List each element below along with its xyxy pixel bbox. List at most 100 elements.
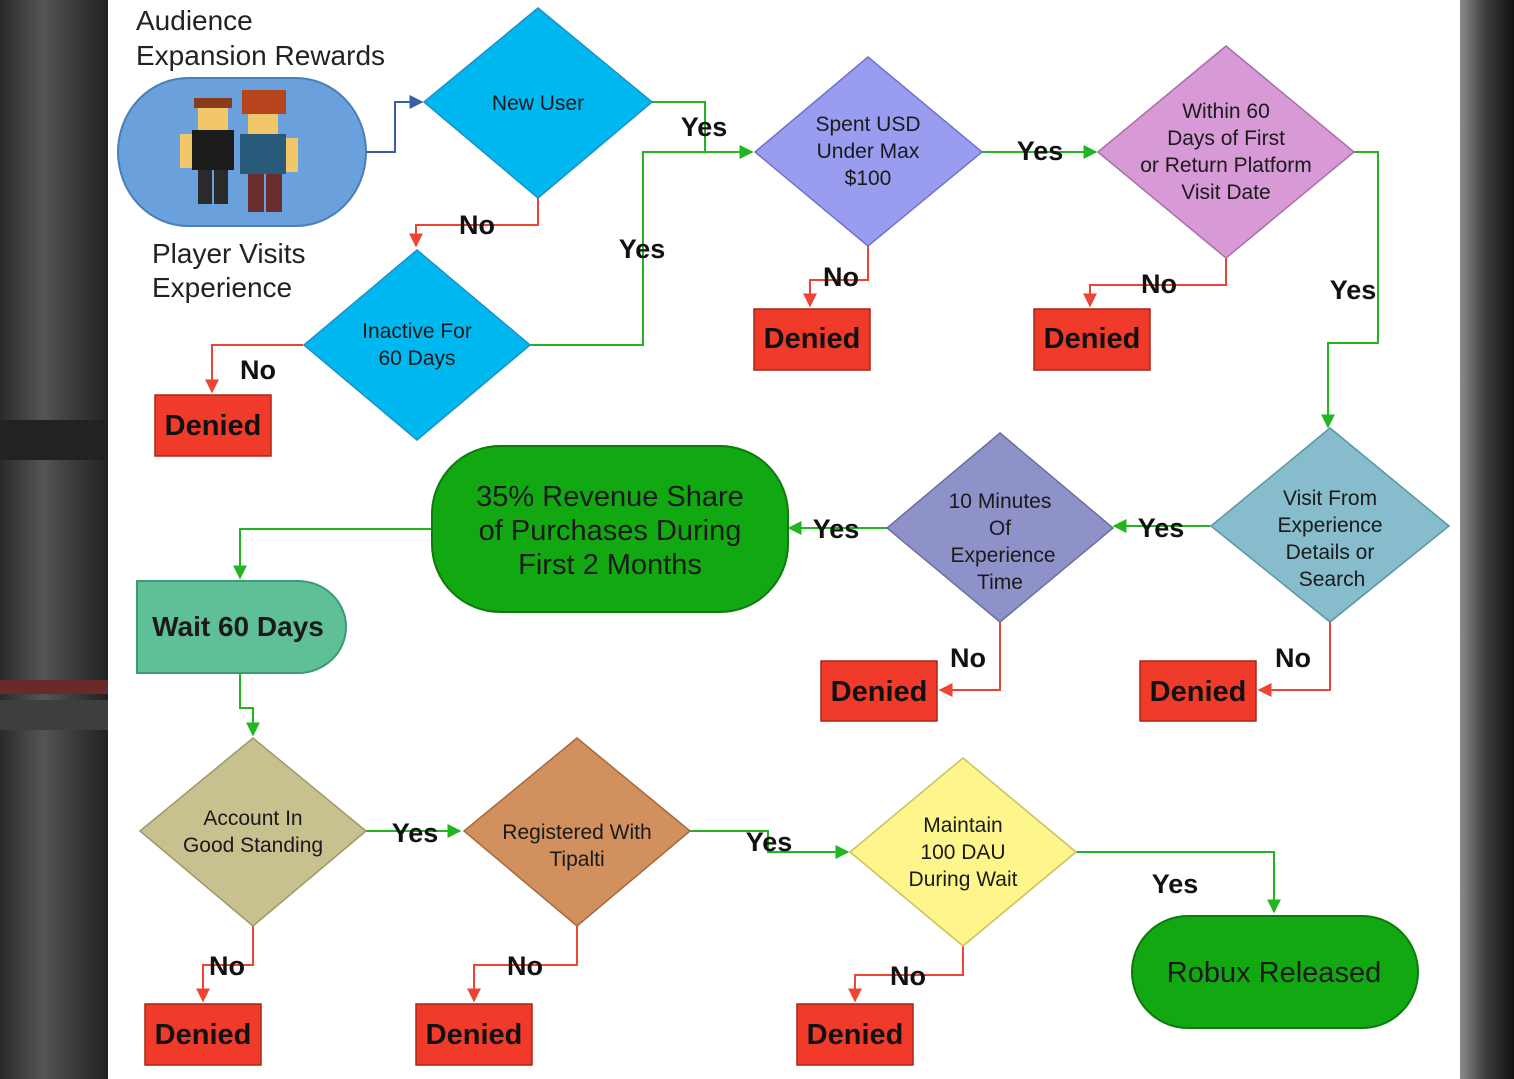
dau-label-2: 100 DAU (920, 841, 1005, 864)
tipalti-label-2: Tipalti (549, 848, 604, 871)
denied-label: Denied (1044, 323, 1141, 355)
yes-label-inactive: Yes (619, 234, 666, 264)
connector-account-no (196, 926, 254, 1003)
visit-label-2: Experience (1277, 514, 1382, 537)
denied-label: Denied (155, 1019, 252, 1051)
ten-minutes-decision (885, 432, 1115, 623)
dau-label-1: Maintain (923, 814, 1002, 837)
revenue-label-2: of Purchases During (479, 515, 742, 547)
revenue-label-3: First 2 Months (518, 549, 702, 581)
spent-label-2: Under Max (817, 140, 920, 163)
connector-wait-to-account (239, 674, 260, 737)
denied-label: Denied (1150, 676, 1247, 708)
no-label-spent: No (823, 262, 859, 292)
inactive-label-2: 60 Days (378, 347, 455, 370)
connector-spent-no (803, 246, 869, 308)
no-label-inactive: No (240, 355, 276, 385)
new-user-decision (422, 7, 654, 199)
diagram-title-line-2: Expansion Rewards (136, 40, 385, 71)
ten-min-label-2: Of (989, 517, 1011, 540)
connector-new-user-no (409, 198, 539, 248)
new-user-label: New User (492, 92, 584, 115)
denied-label: Denied (831, 676, 928, 708)
yes-label-spent: Yes (1017, 136, 1064, 166)
within-label-4: Visit Date (1181, 181, 1271, 204)
denied-box-spent: Denied (753, 308, 871, 371)
inactive-decision (302, 249, 532, 441)
robux-released-node (1131, 915, 1419, 1029)
visit-label-4: Search (1299, 568, 1366, 591)
yes-label-within: Yes (1330, 275, 1377, 305)
yes-label-visit: Yes (1138, 513, 1185, 543)
yes-label-new-user: Yes (681, 112, 728, 142)
connector-dau-yes (1076, 851, 1281, 914)
dau-label-3: During Wait (909, 868, 1018, 891)
account-standing-decision (138, 737, 368, 927)
no-label-tipalti: No (507, 951, 543, 981)
no-label-ten-min: No (950, 643, 986, 673)
connector-within-no (1083, 258, 1227, 308)
start-caption-line-2: Experience (152, 272, 292, 303)
background-left-edge (0, 0, 108, 1079)
inactive-label-1: Inactive For (362, 320, 472, 343)
spent-label-1: Spent USD (815, 113, 920, 136)
revenue-share-node (431, 445, 789, 613)
denied-label: Denied (807, 1019, 904, 1051)
yes-label-dau: Yes (1152, 869, 1199, 899)
denied-box-inactive: Denied (154, 394, 272, 457)
no-label-within: No (1141, 269, 1177, 299)
connector-inactive-no (205, 344, 303, 394)
connector-inactive-yes (530, 145, 754, 346)
revenue-label-1: 35% Revenue Share (476, 481, 744, 513)
within-label-3: or Return Platform (1140, 154, 1312, 177)
account-label-2: Good Standing (183, 834, 323, 857)
connector-revenue-to-wait (233, 528, 432, 580)
denied-box-tipalti: Denied (415, 1003, 533, 1066)
ten-min-label-3: Experience (950, 544, 1055, 567)
connector-ten-min-no (938, 622, 1001, 697)
visit-label-1: Visit From (1283, 487, 1377, 510)
dau-decision (848, 757, 1078, 947)
connector-within-yes (1321, 151, 1379, 429)
start-caption-line-1: Player Visits (152, 238, 306, 269)
flowchart-svg: Audience Expansion Rewards Player Visits… (117, 5, 1451, 1066)
within-60-days-decision (1096, 45, 1356, 259)
ten-min-label-1: 10 Minutes (949, 490, 1052, 513)
within-label-2: Days of First (1167, 127, 1285, 150)
denied-box-visit: Denied (1139, 660, 1257, 722)
yes-label-ten-min: Yes (813, 514, 860, 544)
ten-min-label-4: Time (977, 571, 1023, 594)
connector-tipalti-no (467, 926, 578, 1003)
yes-label-tipalti: Yes (746, 827, 793, 857)
flowchart-canvas: Audience Expansion Rewards Player Visits… (108, 0, 1460, 1079)
visit-label-3: Details or (1286, 541, 1375, 564)
robux-label: Robux Released (1167, 957, 1381, 989)
denied-label: Denied (764, 323, 861, 355)
within-label-1: Within 60 (1182, 100, 1270, 123)
spent-label-3: $100 (845, 167, 892, 190)
wait-60-days-node (136, 580, 347, 674)
no-label-dau: No (890, 961, 926, 991)
denied-box-dau: Denied (796, 1003, 914, 1066)
denied-label: Denied (165, 410, 262, 442)
denied-box-ten-min: Denied (820, 660, 938, 722)
connector-dau-no (848, 946, 964, 1003)
visit-from-decision (1209, 427, 1451, 623)
denied-box-account: Denied (144, 1003, 262, 1066)
connector-tipalti-yes (690, 830, 850, 859)
denied-box-within: Denied (1033, 308, 1151, 371)
spent-decision (753, 56, 984, 247)
denied-label: Denied (426, 1019, 523, 1051)
wait-label: Wait 60 Days (152, 611, 324, 642)
connector-start-to-new-user (366, 95, 424, 153)
connector-visit-no (1257, 622, 1331, 697)
no-label-new-user: No (459, 210, 495, 240)
roblox-characters-image (180, 90, 298, 212)
tipalti-label-1: Registered With (502, 821, 651, 844)
account-label-1: Account In (203, 807, 302, 830)
yes-label-account: Yes (392, 818, 439, 848)
diagram-title-line-1: Audience (136, 5, 253, 36)
no-label-account: No (209, 951, 245, 981)
no-label-visit: No (1275, 643, 1311, 673)
tipalti-decision (462, 737, 692, 927)
